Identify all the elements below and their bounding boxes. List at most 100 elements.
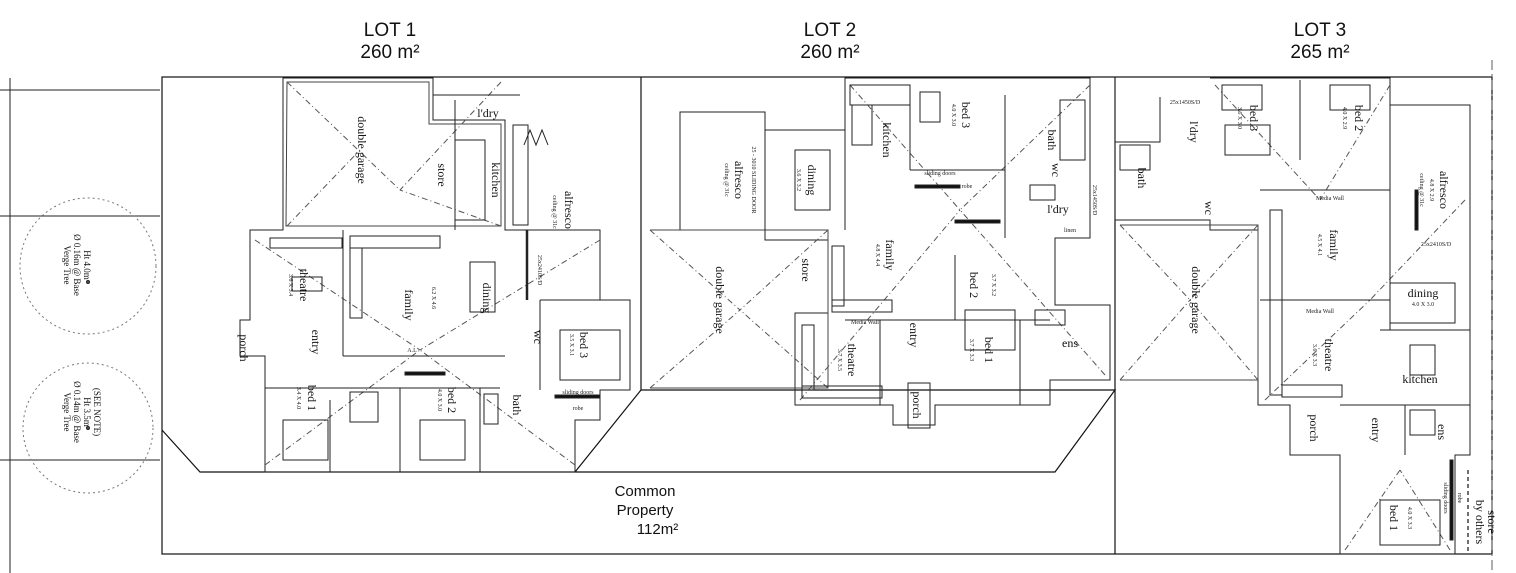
lot2-door-size: 25x1450S/D	[1091, 185, 1097, 216]
lot1-dining-dim: 6.2 X 4.6	[430, 287, 436, 309]
lot2-sliding-label: sliding doors	[924, 171, 956, 177]
lot2-bed1-dim: 3.7 X 3.3	[968, 339, 974, 361]
lot3-wc-label: wc	[1202, 201, 1216, 215]
lot1-house	[239, 77, 631, 473]
lot2-bed1-label: bed 1	[982, 337, 996, 363]
lot2-robe-label: robe	[962, 184, 973, 190]
lot3-media-wall-top: Media Wall	[1316, 196, 1344, 202]
lot2-bath-label: bath	[1045, 130, 1059, 151]
lot1-area: 260 m²	[360, 42, 420, 63]
lot2-title: LOT 2	[803, 20, 857, 41]
lot1-theatre-label: theatre	[297, 269, 311, 302]
lot1-sliding-label: sliding doors	[562, 390, 594, 396]
lot1-double-garage-label: double garage	[355, 116, 369, 184]
lot3-dining-label: dining	[1408, 286, 1439, 300]
lot1-dining-label: dining	[480, 283, 494, 314]
tree1-l1: Verge Tree	[62, 245, 72, 284]
lot1-porch-label: porch	[237, 334, 251, 361]
lot1-title: LOT 1	[363, 20, 417, 41]
lot2-bed2-dim: 3.7 X 3.2	[990, 274, 996, 296]
verge-tree-2-label: Verge Tree Ø 0.14m @ Base Ht 3.5m (SEE N…	[62, 381, 102, 443]
lot3-alfresco-ceiling: ceiling @ 31c	[1418, 173, 1424, 207]
lot3-family-label: family	[1327, 229, 1341, 260]
lot2-house	[649, 77, 1111, 429]
lot2-family-label: family	[883, 239, 897, 270]
lot2-heading: LOT 2 260 m²	[765, 20, 895, 64]
lot3-heading: LOT 3 265 m²	[1255, 20, 1385, 64]
tree2-l3: Ht 3.5m	[82, 397, 92, 427]
lot2-family-dim: 4.8 X 4.4	[874, 244, 880, 266]
lot3-ldry-label: l'dry	[1187, 121, 1201, 143]
lot3-entry-label: entry	[1369, 418, 1383, 443]
lot1-heading: LOT 1 260 m²	[325, 20, 455, 64]
lot3-sliding-label: sliding doors	[1442, 482, 1448, 514]
verge: Verge Tree Ø 0.16m @ Base Ht 4.0m Verge …	[0, 78, 160, 573]
lot1-bed2-dim: 4.0 X 3.0	[436, 389, 442, 411]
lot3-bed1-dim: 4.0 X 3.3	[1406, 507, 1412, 529]
lot1-robe-label: robe	[573, 406, 584, 412]
lot1-theatre-dim: 3.6 X 3.4	[287, 274, 293, 296]
lot2-wc-label: wc	[1049, 163, 1063, 177]
lot2-entry-label: entry	[907, 323, 921, 348]
lot2-kitchen-label: kitchen	[880, 122, 894, 157]
lot3-alfresco-label: alfresco	[1437, 171, 1451, 209]
lot1-alfresco-ceiling: ceiling @ 31c	[551, 195, 557, 229]
tree1-l3: Ht 4.0m	[82, 250, 92, 280]
lot3-door-size: 25x2410S/D	[1421, 242, 1452, 248]
verge-tree-1-label: Verge Tree Ø 0.16m @ Base Ht 4.0m	[62, 234, 92, 296]
lot1-bed2-label: bed 2	[445, 387, 459, 413]
lot2-sliding-door: 25 - 3010 SLIDING DOOR	[750, 147, 756, 214]
lot2-theatre-dim: 3.7 X 3.5	[836, 349, 842, 371]
lot3-theatre-dim: 3.6 X 3.3	[1311, 344, 1317, 366]
common-property-label: Common Property 112m²	[575, 482, 715, 539]
lot3-media-wall: Media Wall	[1306, 309, 1334, 315]
tree2-l1: Verge Tree	[62, 392, 72, 431]
site-boundary	[161, 60, 1493, 573]
lot3-ens-label: ens	[1435, 424, 1449, 440]
lot3-bath-label: bath	[1135, 168, 1149, 189]
lot3-dining-dim: 4.0 X 3.0	[1412, 302, 1434, 308]
lot3-kitchen-label: kitchen	[1402, 372, 1437, 386]
lot3-double-garage-label: double garage	[1189, 266, 1203, 334]
lot1-alfresco-label: alfresco	[562, 191, 576, 229]
lot2-dining-dim: 3.6 X 3.2	[795, 169, 801, 191]
lot2-ldry-label: l'dry	[1047, 202, 1069, 216]
lot3-store-label: store	[1485, 510, 1499, 533]
lot2-linen-label: linen	[1064, 228, 1076, 234]
lot1-bed1-dim: 3.4 X 4.0	[295, 387, 301, 409]
lot2-double-garage-label: double garage	[713, 266, 727, 334]
lot3-bed3-label: bed 3	[1247, 105, 1261, 131]
lot3-bed1-label: bed 1	[1387, 505, 1401, 531]
tree2-l2: Ø 0.14m @ Base	[72, 381, 82, 443]
lot2-theatre-label: theatre	[845, 344, 859, 377]
lot3-family-dim: 4.5 X 4.1	[1316, 234, 1322, 256]
lot1-kitchen-label: kitchen	[489, 162, 503, 197]
lot3-house	[1114, 77, 1471, 555]
common-line2: Property	[616, 502, 674, 519]
lot1-bath-label: bath	[510, 395, 524, 416]
lot2-bed3-dim: 4.0 X 3.0	[950, 104, 956, 126]
lot1-bed3-dim: 3.5 X 3.1	[568, 334, 574, 356]
lot3-area: 265 m²	[1290, 42, 1350, 63]
lot2-bed3-label: bed 3	[959, 102, 973, 128]
lot3-theatre-label: theatre	[1322, 339, 1336, 372]
lot1-store-label: store	[435, 163, 449, 186]
lot2-area: 260 m²	[800, 42, 860, 63]
lot1-bed3-label: bed 3	[577, 332, 591, 358]
lot2-dining-label: dining	[805, 165, 819, 196]
lot3-robe-label: robe	[1456, 493, 1462, 504]
lot2-alfresco-label: alfresco	[732, 161, 746, 199]
lot1-family-label: family	[402, 289, 416, 320]
lot3-door2-size: 25x1450S/D	[1170, 100, 1201, 106]
lot1-ldry-label: l'dry	[477, 106, 499, 120]
tree1-l2: Ø 0.16m @ Base	[72, 234, 82, 296]
lot1-wc-label: wc	[531, 330, 545, 344]
lot2-porch-label: porch	[910, 391, 924, 418]
lot2-ens-label: ens	[1062, 336, 1078, 350]
lot3-bed3-dim: 3.6 X 3.0	[1236, 107, 1242, 129]
lot3-bed2-dim: 4.0 X 2.9	[1341, 107, 1347, 129]
lot2-store-label: store	[799, 258, 813, 281]
lot2-media-wall: Media Wall	[851, 320, 879, 326]
lot1-door-size: 25x2410S/D	[536, 255, 542, 286]
